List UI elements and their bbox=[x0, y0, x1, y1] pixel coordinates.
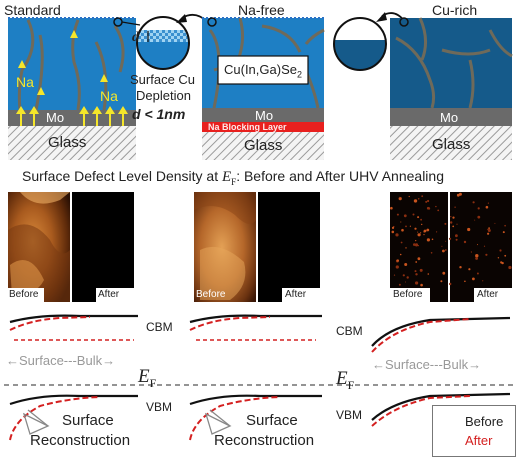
depletion-depth-symbol: d bbox=[132, 30, 139, 45]
na-label: Na bbox=[100, 88, 118, 104]
defect-map-na-free-after bbox=[258, 192, 320, 302]
cbm-label: CBM bbox=[146, 320, 173, 334]
surface-bulk-label: ←Surface---Bulk→ bbox=[6, 353, 116, 368]
cu-rich-zoom bbox=[333, 17, 387, 71]
mo-label: Mo bbox=[255, 108, 274, 123]
defect-map-cu-rich-before bbox=[390, 192, 448, 302]
glass-substrate bbox=[202, 132, 324, 160]
defect-specks bbox=[390, 192, 512, 287]
na-blocking-layer bbox=[202, 122, 324, 132]
cu-rich-cell-schematic bbox=[390, 17, 513, 160]
zoom-marker-circle bbox=[207, 17, 217, 27]
vbm-label: VBM bbox=[336, 408, 363, 422]
defect-map-na-free-before bbox=[194, 192, 256, 302]
film-label-box bbox=[217, 55, 309, 85]
band-diagram-standard bbox=[9, 314, 138, 441]
depletion-caption-line2: Depletion bbox=[136, 88, 191, 103]
title-na-free: Na-free bbox=[238, 2, 285, 18]
surface-reconstruction-line2: Reconstruction bbox=[30, 432, 131, 449]
depletion-depth-value: d < 1nm bbox=[132, 106, 186, 122]
film-composition-label: Cu(In,Ga)Se2 bbox=[224, 62, 302, 80]
cigs-film-layer bbox=[8, 18, 136, 110]
na-label: Na bbox=[16, 74, 34, 90]
legend-before-label: Before bbox=[465, 414, 504, 429]
cbm-label: CBM bbox=[336, 324, 363, 338]
grain-boundaries bbox=[395, 17, 513, 109]
grain-boundaries bbox=[17, 19, 125, 111]
mo-label: Mo bbox=[440, 110, 459, 125]
na-blocking-label: Na Blocking Layer bbox=[208, 122, 287, 132]
map-label-after: After bbox=[285, 289, 307, 300]
defect-map-standard-before bbox=[8, 192, 70, 302]
map-label-after: After bbox=[98, 289, 120, 300]
na-diffusion-arrows bbox=[16, 30, 128, 126]
fermi-level-label: EF bbox=[336, 368, 355, 392]
band-diagram-na-free bbox=[189, 314, 322, 441]
surface-reconstruction-line2: Reconstruction bbox=[214, 432, 315, 449]
title-cu-rich: Cu-rich bbox=[432, 2, 478, 18]
map-label-before: Before bbox=[196, 289, 226, 300]
title-standard: Standard bbox=[4, 2, 61, 18]
map-label-after: After bbox=[477, 289, 499, 300]
glass-substrate bbox=[390, 126, 512, 160]
surface-reconstruction-line1: Surface bbox=[62, 412, 114, 429]
glass-label: Glass bbox=[244, 137, 283, 154]
zoom-marker-circle bbox=[399, 17, 409, 27]
surface-bulk-label: ←Surface---Bulk→ bbox=[372, 357, 482, 372]
fermi-level-label: EF bbox=[138, 366, 157, 390]
surface-depletion-zoom bbox=[136, 16, 190, 70]
vbm-label: VBM bbox=[146, 400, 173, 414]
na-free-cell-schematic bbox=[202, 17, 325, 160]
mo-layer bbox=[202, 108, 324, 122]
depletion-caption-line1: Surface Cu bbox=[130, 72, 196, 87]
map-label-before: Before bbox=[393, 289, 423, 300]
band-diagram-cu-rich bbox=[371, 316, 511, 427]
cigs-film-layer bbox=[390, 18, 512, 108]
surface-reconstruction-line1: Surface bbox=[246, 412, 298, 429]
section-title: Surface Defect Level Density at EF: Befo… bbox=[22, 168, 444, 187]
legend-after-label: After bbox=[465, 433, 493, 448]
map-label-before: Before bbox=[9, 289, 39, 300]
glass-label: Glass bbox=[432, 136, 471, 153]
legend: Before After bbox=[432, 405, 516, 457]
glass-substrate bbox=[8, 126, 136, 160]
mo-layer bbox=[8, 110, 136, 126]
mo-layer bbox=[390, 108, 512, 126]
mo-label: Mo bbox=[46, 110, 65, 125]
standard-cell-schematic bbox=[8, 17, 141, 160]
glass-label: Glass bbox=[48, 134, 87, 151]
defect-map-standard-after bbox=[72, 192, 134, 302]
defect-map-cu-rich-after bbox=[450, 192, 512, 302]
